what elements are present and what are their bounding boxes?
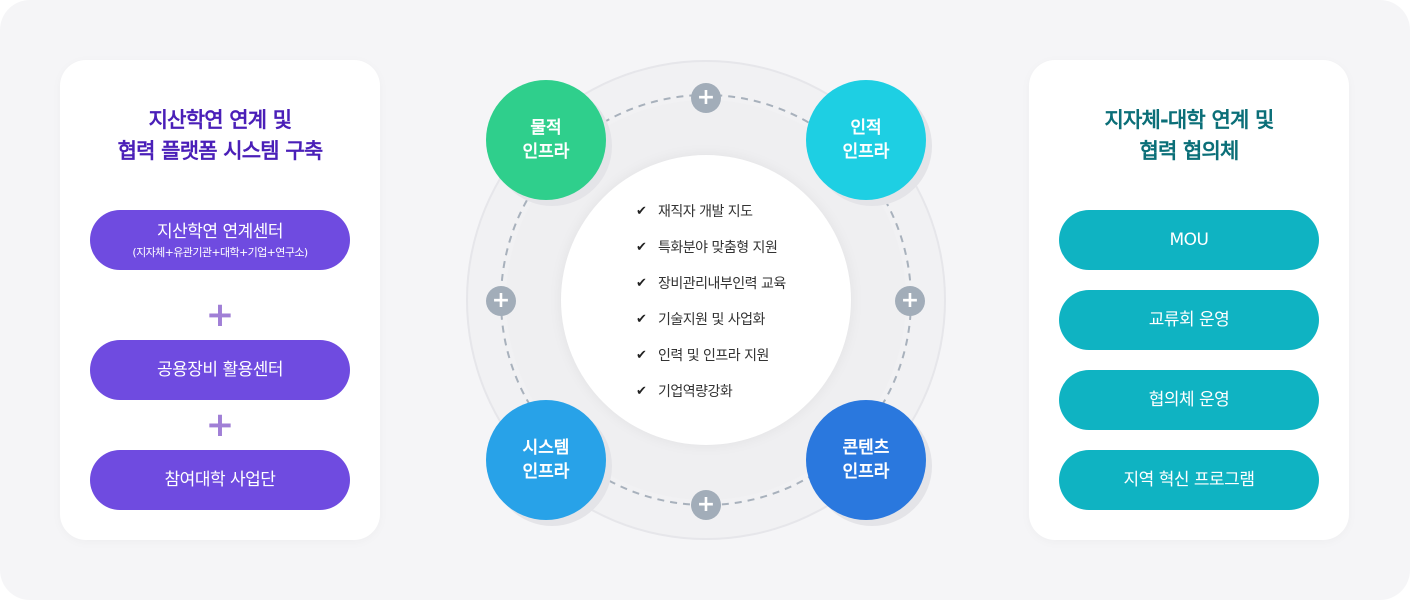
pill-label: 참여대학 사업단 bbox=[164, 470, 276, 490]
pill-label: 협의체 운영 bbox=[1148, 390, 1230, 410]
node-human-infra: 인적 인프라 bbox=[806, 80, 926, 200]
list-item: ✔기술지원 및 사업화 bbox=[636, 308, 786, 344]
right-panel: 지자체-대학 연계 및 협력 협의체 MOU 교류회 운영 협의체 운영 지역 … bbox=[1029, 60, 1349, 540]
right-panel-title-line2: 협력 협의체 bbox=[1139, 139, 1239, 163]
pill-sublabel: (지자체+유관기관+대학+기업+연구소) bbox=[132, 245, 308, 259]
plus-connector: + bbox=[205, 405, 235, 445]
pill-council-operation: 협의체 운영 bbox=[1059, 370, 1319, 430]
list-item: ✔특화분야 맞춤형 지원 bbox=[636, 236, 786, 272]
pill-industry-academia-center: 지산학연 연계센터 (지자체+유관기관+대학+기업+연구소) bbox=[90, 210, 350, 270]
pill-regional-innovation-program: 지역 혁신 프로그램 bbox=[1059, 450, 1319, 510]
plus-connector: + bbox=[205, 295, 235, 335]
node-content-infra: 콘텐츠 인프라 bbox=[806, 400, 926, 520]
right-panel-title: 지자체-대학 연계 및 협력 협의체 bbox=[1029, 105, 1349, 167]
pill-participating-university: 참여대학 사업단 bbox=[90, 450, 350, 510]
right-panel-title-line1: 지자체-대학 연계 및 bbox=[1104, 108, 1274, 132]
plus-icon: + bbox=[691, 490, 721, 520]
left-panel: 지산학연 연계 및 협력 플랫폼 시스템 구축 지산학연 연계센터 (지자체+유… bbox=[60, 60, 380, 540]
check-icon: ✔ bbox=[636, 384, 647, 399]
check-icon: ✔ bbox=[636, 276, 647, 291]
plus-icon: + bbox=[895, 286, 925, 316]
pill-exchange-meeting: 교류회 운영 bbox=[1059, 290, 1319, 350]
pill-shared-equipment-center: 공용장비 활용센터 bbox=[90, 340, 350, 400]
pill-mou: MOU bbox=[1059, 210, 1319, 270]
pill-label: 지산학연 연계센터 bbox=[156, 221, 284, 242]
checklist: ✔재직자 개발 지도 ✔특화분야 맞춤형 지원 ✔장비관리내부인력 교육 ✔기술… bbox=[636, 200, 786, 416]
pill-label: 지역 혁신 프로그램 bbox=[1123, 470, 1255, 490]
check-icon: ✔ bbox=[636, 204, 647, 219]
list-item: ✔재직자 개발 지도 bbox=[636, 200, 786, 236]
node-physical-infra: 물적 인프라 bbox=[486, 80, 606, 200]
check-icon: ✔ bbox=[636, 240, 647, 255]
list-item: ✔인력 및 인프라 지원 bbox=[636, 344, 786, 380]
list-item: ✔장비관리내부인력 교육 bbox=[636, 272, 786, 308]
pill-label: 교류회 운영 bbox=[1148, 310, 1230, 330]
list-item: ✔기업역량강화 bbox=[636, 380, 786, 416]
node-system-infra: 시스템 인프라 bbox=[486, 400, 606, 520]
left-panel-title: 지산학연 연계 및 협력 플랫폼 시스템 구축 bbox=[60, 105, 380, 167]
plus-icon: + bbox=[691, 83, 721, 113]
plus-icon: + bbox=[486, 286, 516, 316]
pill-label: MOU bbox=[1169, 230, 1210, 250]
left-panel-title-line1: 지산학연 연계 및 bbox=[148, 108, 292, 132]
check-icon: ✔ bbox=[636, 348, 647, 363]
left-panel-title-line2: 협력 플랫폼 시스템 구축 bbox=[117, 139, 324, 163]
pill-label: 공용장비 활용센터 bbox=[156, 360, 284, 380]
check-icon: ✔ bbox=[636, 312, 647, 327]
center-circle bbox=[561, 155, 851, 445]
